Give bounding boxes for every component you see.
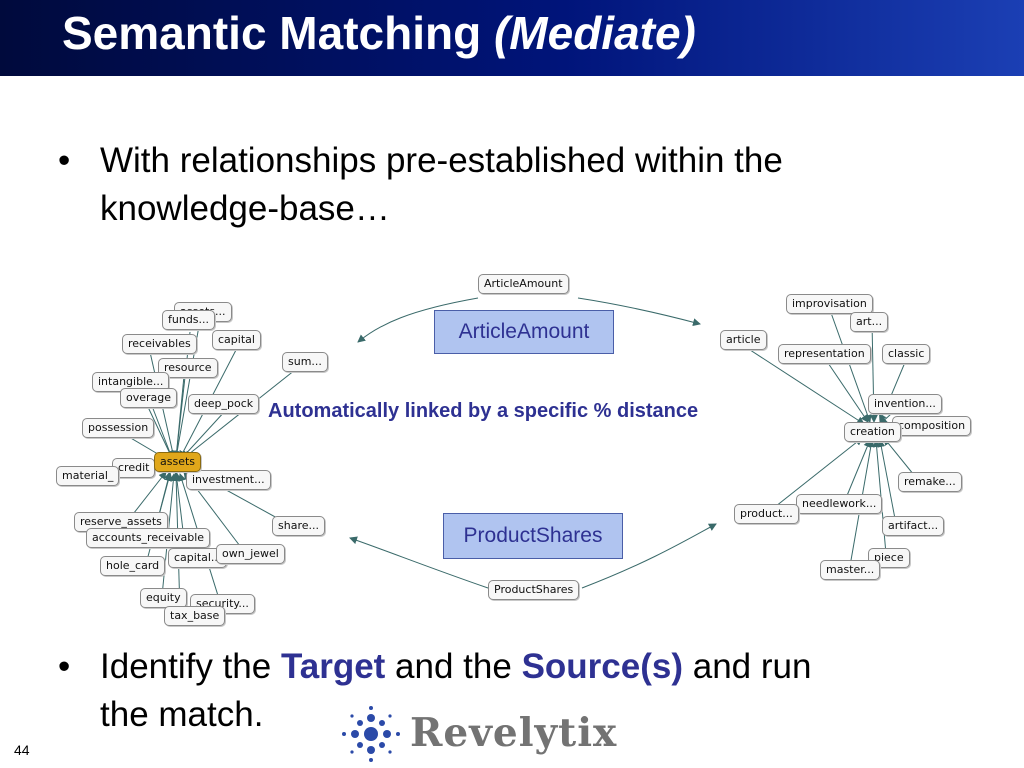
node-credit: credit: [112, 458, 156, 478]
node-improvisation: improvisation: [786, 294, 873, 314]
node-funds: funds...: [162, 310, 216, 330]
node-creation-hub: creation: [844, 422, 901, 442]
slide-number: 44: [14, 742, 30, 758]
node-productshares: ProductShares: [488, 580, 580, 600]
node-share: share...: [272, 516, 325, 536]
logo-dots-icon: [342, 706, 400, 762]
title-bar: [0, 0, 1024, 76]
title-italic-text: (Mediate): [493, 7, 696, 59]
node-investment: investment...: [186, 470, 271, 490]
bullet-dot: •: [58, 141, 71, 180]
bullet-dot-2: •: [58, 647, 71, 686]
knowledge-graph: ArticleAmount ProductShares assets... fu…: [50, 262, 984, 626]
node-receivables: receivables: [122, 334, 197, 354]
bullet-identify-line-2: the match.: [100, 695, 264, 734]
bullet-identify-line-1: Identify the Target and the Source(s) an…: [100, 643, 811, 691]
text-and-run: and run: [683, 647, 812, 686]
node-material: material_: [56, 466, 120, 486]
node-assets-hub: assets: [154, 452, 202, 472]
revelytix-logo: Revelytix: [338, 704, 616, 764]
bullet-line-2: knowledge-base…: [100, 189, 390, 228]
node-equity: equity: [140, 588, 187, 608]
node-accounts-receivable: accounts_receivable: [86, 528, 211, 548]
node-resource: resource: [158, 358, 218, 378]
node-invention: invention...: [868, 394, 942, 414]
node-tax-base: tax_base: [164, 606, 226, 626]
node-article: article: [720, 330, 767, 350]
node-representation: representation: [778, 344, 871, 364]
node-overage: overage: [120, 388, 178, 408]
node-needlework: needlework...: [796, 494, 883, 514]
node-possession: possession: [82, 418, 155, 438]
text-identify: Identify the: [100, 647, 281, 686]
node-capital-2: capital...: [168, 548, 228, 568]
callout-productshares: ProductShares: [443, 513, 623, 559]
node-artifact: artifact...: [882, 516, 945, 536]
bullet-relationships: • With relationships pre-established wit…: [58, 137, 958, 237]
node-art: art...: [850, 312, 889, 332]
node-capital: capital: [212, 330, 261, 350]
node-crown-jewel: own_jewel: [216, 544, 285, 564]
node-classic: classic: [882, 344, 931, 364]
node-sum: sum...: [282, 352, 328, 372]
title-main-text: Semantic Matching: [62, 7, 494, 59]
node-remake: remake...: [898, 472, 962, 492]
link-distance-label: Automatically linked by a specific % dis…: [268, 400, 699, 422]
callout-articleamount: ArticleAmount: [434, 310, 614, 354]
node-product: product...: [734, 504, 799, 524]
bullet-identify: • Identify the Target and the Source(s) …: [58, 643, 958, 743]
node-intangible: intangible...: [92, 372, 170, 392]
node-composition: composition: [892, 416, 972, 436]
text-and-the: and the: [385, 647, 522, 686]
highlight-source: Source(s): [521, 647, 683, 686]
node-master: master...: [820, 560, 881, 580]
highlight-target: Target: [280, 647, 386, 686]
node-deep-pock: deep_pock: [188, 394, 260, 414]
logo-wordmark: Revelytix: [410, 710, 618, 756]
node-hole-card: hole_card: [100, 556, 166, 576]
slide-title: Semantic Matching (Mediate): [62, 6, 696, 60]
bullet-line-1: With relationships pre-established withi…: [100, 141, 783, 180]
node-articleamount: ArticleAmount: [478, 274, 569, 294]
